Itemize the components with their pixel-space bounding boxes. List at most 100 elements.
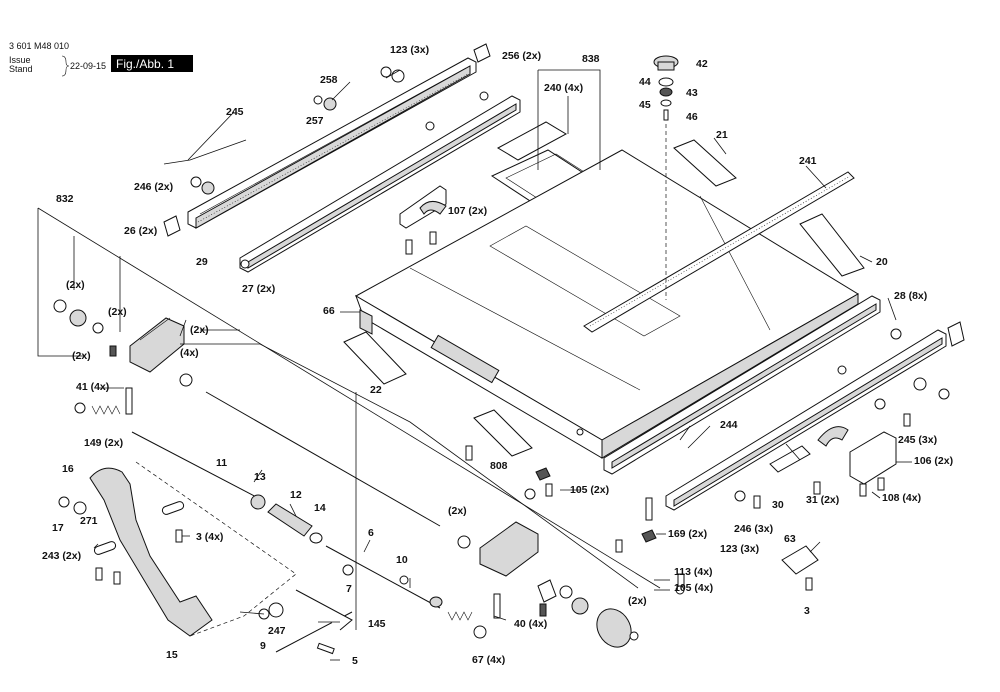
sticker-20 (799, 213, 865, 277)
label-15: 15 (166, 649, 178, 661)
screw-808 (465, 445, 473, 461)
label-149: 149 (2x) (84, 437, 123, 449)
knob-123 (391, 69, 405, 83)
label-46: 46 (686, 111, 698, 123)
fence-bracket (399, 185, 447, 255)
screw-108a (859, 483, 867, 497)
label-241: 241 (799, 155, 817, 167)
part-labels: 123 (3x) 256 (2x) 838 42 44 43 45 46 240… (42, 44, 953, 667)
label-247: 247 (268, 625, 286, 637)
screw-105 (545, 483, 553, 497)
label-246b: 246 (3x) (734, 523, 773, 535)
washer-246 (734, 490, 746, 502)
sticker-808 (473, 409, 533, 457)
issue-label: Issue (9, 55, 31, 65)
right-bracket (457, 521, 639, 648)
label-40: 40 (4x) (514, 618, 547, 630)
label-258: 258 (320, 74, 338, 86)
label-66: 66 (323, 305, 335, 317)
washer-105b (675, 585, 685, 595)
label-63: 63 (784, 533, 796, 545)
label-11: 11 (216, 457, 227, 469)
label-22: 22 (370, 384, 382, 396)
label-245b: 245 (3x) (898, 434, 937, 446)
front-guide-rail (239, 91, 521, 273)
stand-label: Stand (9, 64, 33, 74)
label-245: 245 (226, 106, 244, 118)
clamp-106 (817, 426, 849, 447)
leader-lines (37, 69, 912, 661)
label-105a: 105 (2x) (570, 484, 609, 496)
label-169: 169 (2x) (668, 528, 707, 540)
lower-front-rail (665, 329, 950, 511)
label-145: 145 (368, 618, 386, 630)
nut-169 (641, 529, 657, 543)
crank-lever (58, 467, 213, 637)
plate-63 (781, 545, 819, 575)
measuring-scale (583, 171, 855, 333)
header-brace (61, 55, 70, 77)
label-113: 113 (4x) (674, 566, 713, 578)
label-26: 26 (2x) (124, 225, 157, 237)
label-107: 107 (2x) (448, 205, 487, 217)
label-256: 256 (2x) (502, 50, 541, 62)
label-3a: 3 (4x) (196, 531, 223, 543)
label-28: 28 (8x) (894, 290, 927, 302)
screw-246 (753, 495, 761, 509)
label-42: 42 (696, 58, 708, 70)
label-257: 257 (306, 115, 324, 127)
label-246a: 246 (2x) (134, 181, 173, 193)
slot-plate-243 (93, 541, 117, 555)
label-105b: 105 (4x) (674, 582, 713, 594)
label-43: 43 (686, 87, 698, 99)
handle-145 (258, 589, 353, 655)
label-243: 243 (2x) (42, 550, 81, 562)
bracket-106 (849, 431, 897, 485)
label-21: 21 (716, 129, 728, 141)
label-14: 14 (314, 502, 326, 514)
washer-258 (313, 95, 323, 105)
label-67: 67 (4x) (472, 654, 505, 666)
tube-12 (267, 503, 323, 544)
spindle-6 (325, 545, 443, 609)
end-cap-26 (163, 215, 181, 237)
label-808: 808 (490, 460, 508, 472)
label-7: 7 (346, 583, 352, 595)
sticker-22 (343, 331, 407, 385)
dashed-region (135, 461, 297, 637)
label-2xe: (2x) (448, 505, 467, 517)
end-cap-256 (473, 43, 491, 63)
shaft-11 (131, 391, 441, 527)
end-cap-right (947, 321, 965, 347)
label-2xd: (2x) (72, 350, 91, 362)
issue-date: 22-09-15 (70, 61, 106, 71)
sticker-21 (673, 139, 737, 187)
label-5: 5 (352, 655, 358, 667)
label-2xf: (2x) (628, 595, 647, 607)
saw-table-top (354, 149, 859, 459)
washer-245 (874, 398, 886, 410)
spring-149 (74, 387, 133, 415)
label-30: 30 (772, 499, 784, 511)
label-41: 41 (4x) (76, 381, 109, 393)
label-240: 240 (4x) (544, 82, 583, 94)
label-838: 838 (582, 53, 600, 65)
screw-243b (113, 571, 121, 585)
washer-105 (524, 488, 536, 500)
screw-123 (615, 539, 623, 553)
figure-label: Fig./Abb. 1 (116, 57, 175, 71)
label-244: 244 (720, 419, 738, 431)
screw-108b (877, 477, 885, 491)
label-4x: (4x) (180, 347, 199, 359)
label-123a: 123 (3x) (390, 44, 429, 56)
lock-knob-assembly (653, 55, 679, 300)
screw-245 (903, 413, 911, 427)
label-20: 20 (876, 256, 888, 268)
bracket-30 (769, 445, 811, 473)
label-106: 106 (2x) (914, 455, 953, 467)
label-2xc: (2x) (190, 324, 209, 336)
screw-3b (805, 577, 813, 591)
label-10: 10 (396, 554, 408, 566)
label-9: 9 (260, 640, 266, 652)
